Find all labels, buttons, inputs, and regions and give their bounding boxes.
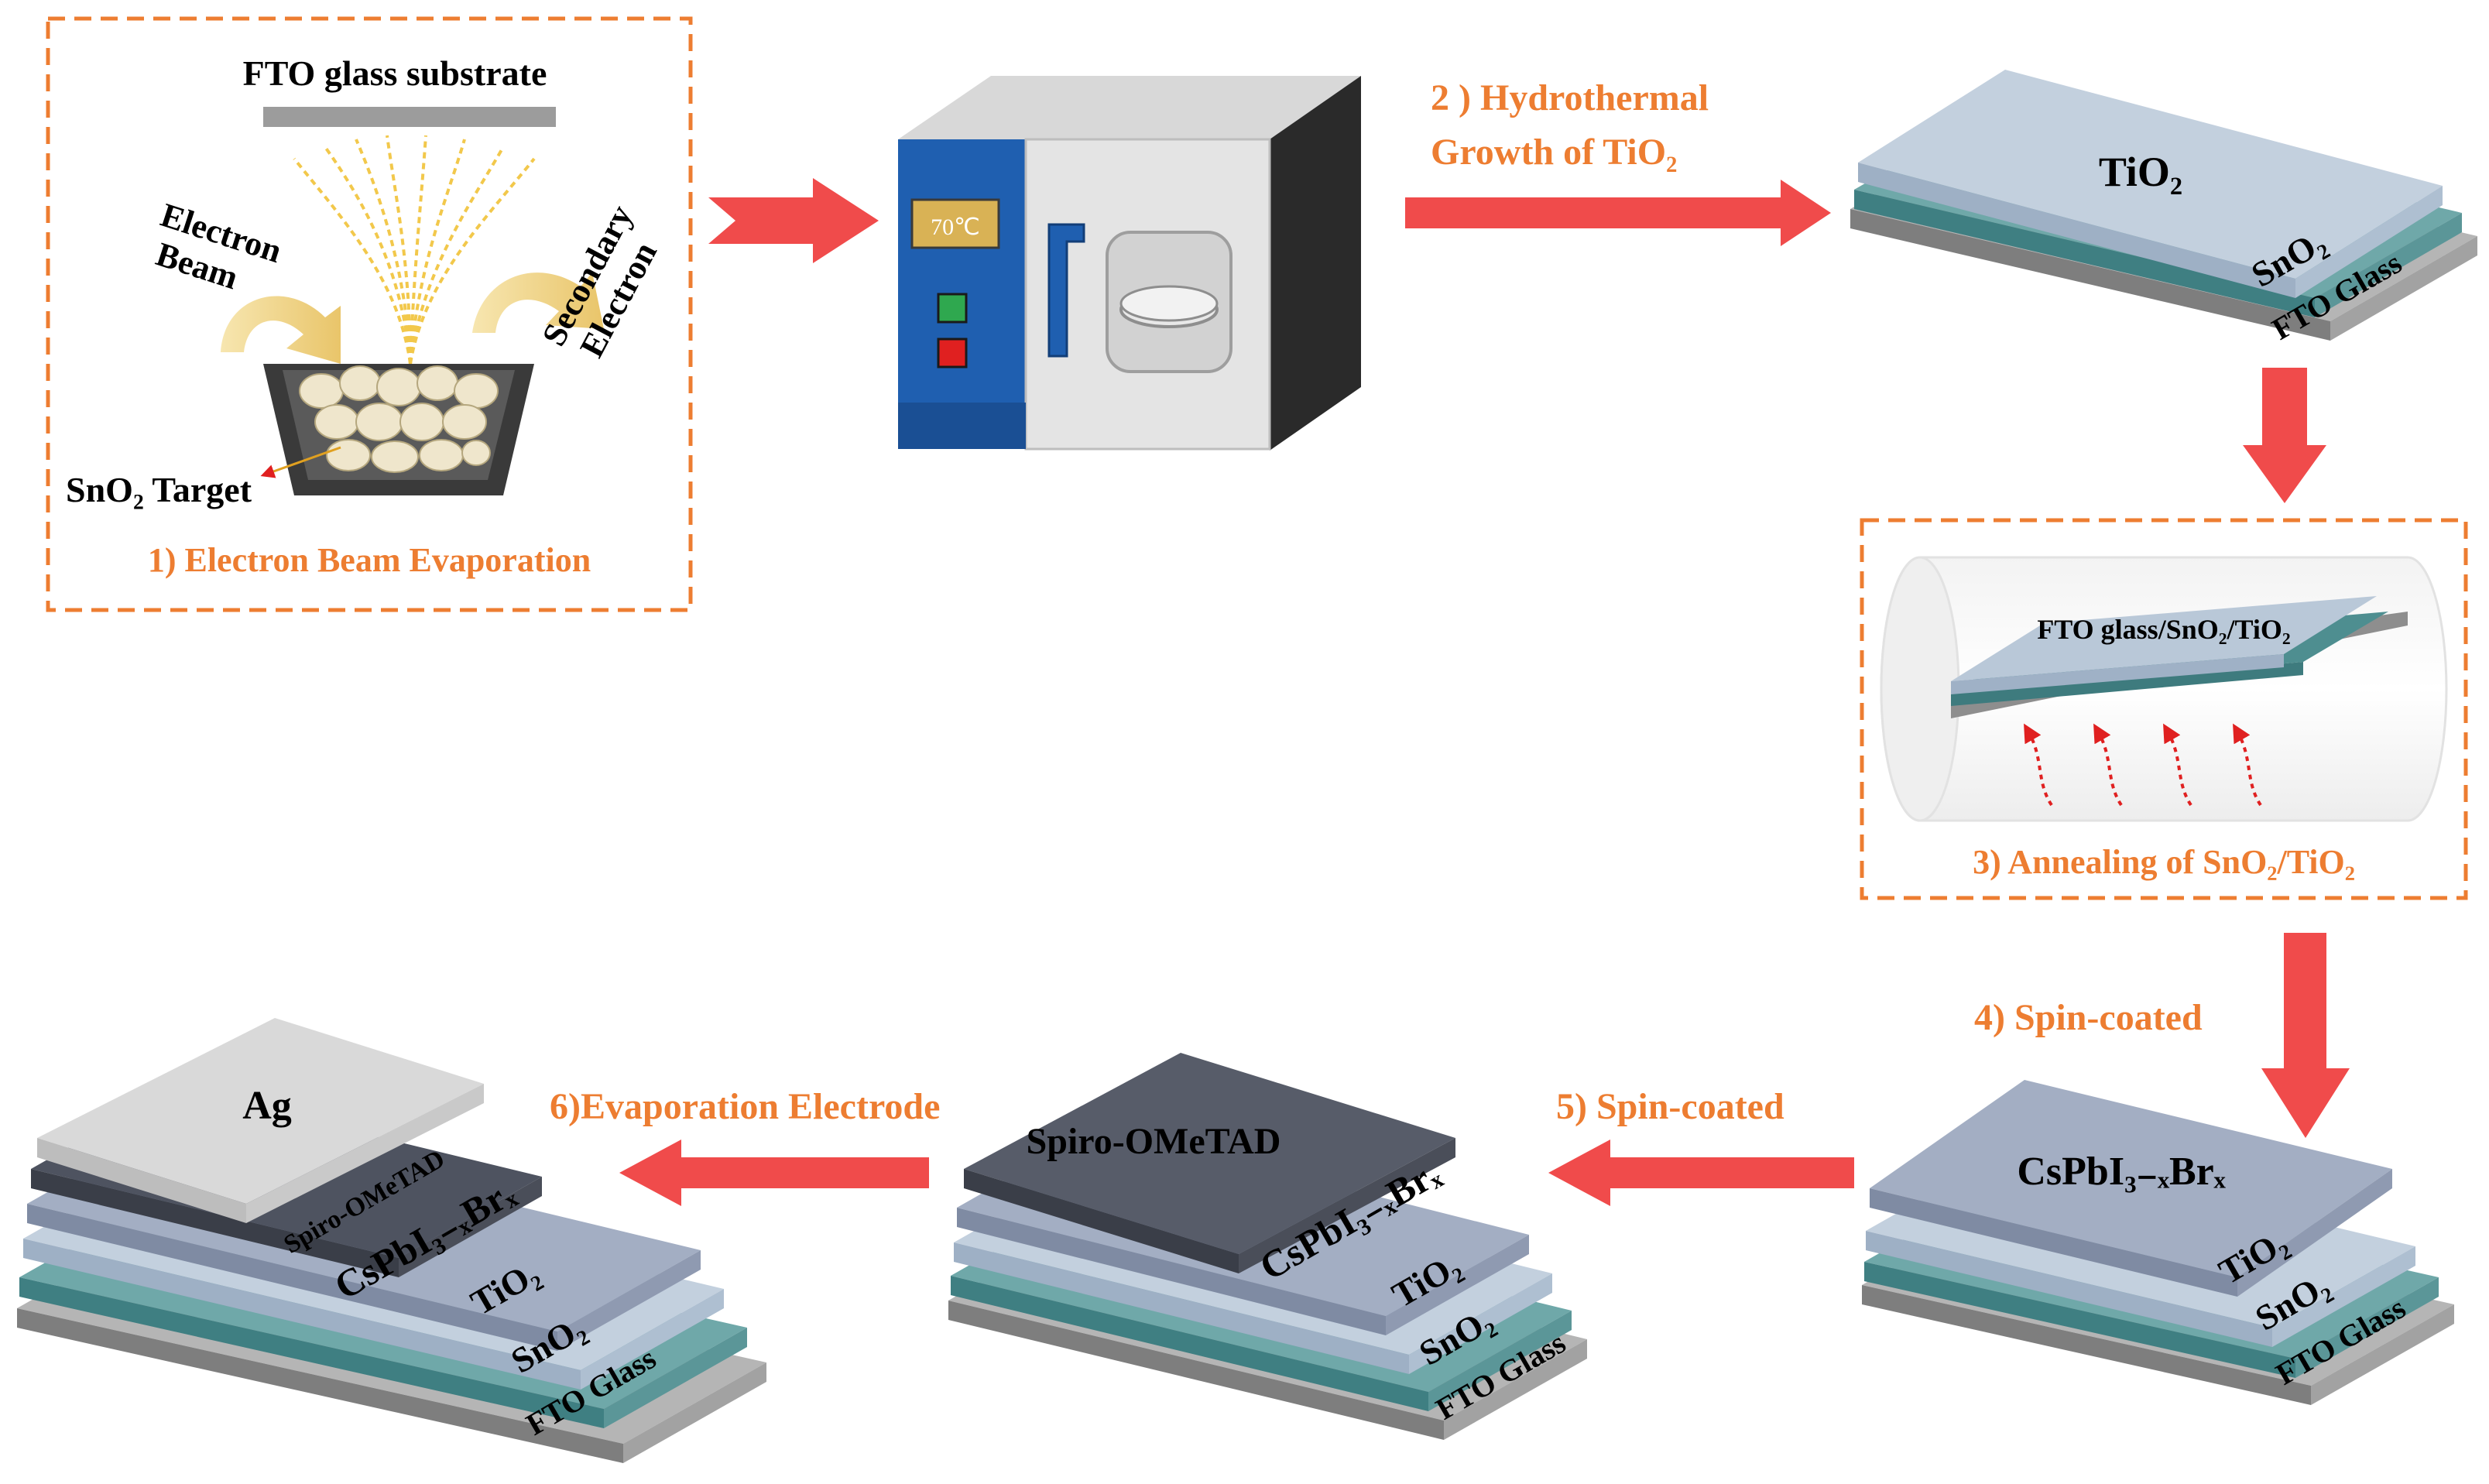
oven-green-button bbox=[937, 293, 968, 324]
fto-substrate-bar bbox=[263, 107, 556, 127]
oven-handle bbox=[1047, 223, 1085, 358]
stack-d: Ag Spiro-OMeTAD CsPbI₃₋ₓBrₓ TiO₂ SnO₂ FT… bbox=[17, 1018, 766, 1463]
step1-panel: FTO glass substrate bbox=[46, 16, 693, 612]
step1-dashed-frame bbox=[46, 16, 693, 612]
step3-dashed-frame bbox=[1860, 518, 2468, 900]
step5-caption: 5) Spin-coated bbox=[1556, 1086, 1784, 1127]
step3-caption: 3) Annealing of SnO₂/TiO₂ bbox=[1973, 843, 2355, 881]
secondary-electron-arrow bbox=[472, 272, 604, 333]
oven-side bbox=[1270, 76, 1361, 451]
annealing-sample bbox=[1951, 596, 2408, 718]
electron-beam-label: Electron Beam bbox=[144, 196, 294, 310]
step2-caption-line1: 2 ) Hydrothermal bbox=[1431, 77, 1709, 118]
stack-c-spiro bbox=[964, 1053, 1455, 1273]
vapor-plume bbox=[293, 135, 536, 365]
arrow-to-stack-c bbox=[1548, 1140, 1854, 1206]
oven-display-text: 70℃ bbox=[931, 214, 980, 240]
stack-a-tio2-label: TiO₂ bbox=[2099, 149, 2182, 195]
stack-a: TiO₂ SnO₂ FTO Glass bbox=[1850, 70, 2477, 347]
stack-b: CsPbI₃₋ₓBrₓ TiO₂ SnO₂ FTO Glass bbox=[1862, 1080, 2454, 1405]
step3-panel: FTO glass/SnO₂/TiO₂ 3) Annealing of SnO₂… bbox=[1860, 518, 2468, 900]
oven-display bbox=[910, 198, 1000, 249]
target-label: SnO₂ Target bbox=[66, 470, 252, 509]
step4-caption: 4) Spin-coated bbox=[1974, 997, 2203, 1038]
step1-caption: 1) Electron Beam Evaporation bbox=[148, 541, 591, 579]
crucible bbox=[263, 364, 534, 495]
annealing-sample-label: FTO glass/SnO₂/TiO₂ bbox=[2037, 614, 2290, 645]
arrow-to-oven bbox=[708, 178, 879, 263]
heat-arrows bbox=[2024, 723, 2262, 807]
arrow-to-stack-b bbox=[2261, 933, 2350, 1138]
arrow-to-stack-d bbox=[619, 1140, 929, 1206]
stack-a-tio2 bbox=[1858, 70, 2443, 298]
hydrothermal-oven: 70℃ bbox=[898, 76, 1361, 451]
step6-caption: 6)Evaporation Electrode bbox=[550, 1086, 940, 1127]
arrow-to-annealing bbox=[2243, 368, 2326, 503]
stack-c-spiro-label: Spiro-OMeTAD bbox=[1027, 1121, 1281, 1162]
stack-b-perovskite-label: CsPbI₃₋ₓBrₓ bbox=[2017, 1150, 2226, 1194]
substrate-label: FTO glass substrate bbox=[243, 53, 547, 93]
stack-d-ag-label: Ag bbox=[242, 1084, 292, 1128]
step2-caption-line2: Growth of TiO₂ bbox=[1431, 132, 1677, 173]
electron-beam-arrow bbox=[221, 296, 341, 364]
stack-c: Spiro-OMeTAD CsPbI₃₋ₓBrₓ TiO₂ SnO₂ FTO G… bbox=[948, 1053, 1587, 1440]
oven-red-button bbox=[937, 338, 968, 368]
arrow-to-stack-a bbox=[1405, 180, 1831, 246]
stack-b-perovskite bbox=[1870, 1080, 2392, 1297]
target-pointer bbox=[260, 446, 341, 478]
stack-d-ag bbox=[37, 1018, 484, 1223]
oven-top bbox=[898, 76, 1361, 139]
